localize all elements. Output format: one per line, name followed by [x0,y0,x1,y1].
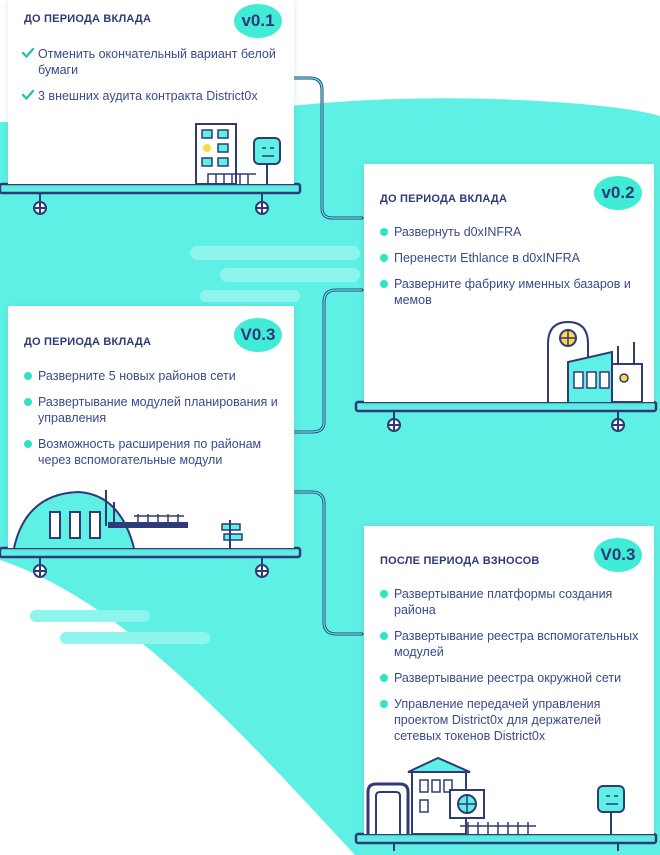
list-item: Возможность расширения по районам через … [24,436,280,468]
list-item-text: Перенести Ethlance в d0xINFRA [394,251,581,265]
card-title: ДО ПЕРИОДА ВКЛАДА [24,336,152,348]
bullet-dot [380,632,388,640]
list-item: Перенести Ethlance в d0xINFRA [380,250,640,266]
card-items: Разверните 5 новых районов сети Разверты… [24,368,280,478]
list-item: Отменить окончательный вариант белой бум… [22,46,280,78]
building-illustration [195,123,281,184]
list-item: Развертывание платформы создания района [380,586,640,618]
list-item-text: Развертывание реестра окружной сети [394,671,622,685]
bullet-dot [380,590,388,598]
platforms [0,182,658,845]
roadmap-card-v01: ДО ПЕРИОДА ВКЛАДА v0.1 Отменить окончате… [8,0,294,184]
house-illustration [366,756,625,834]
version-badge: V0.3 [594,538,642,572]
greenhouse-illustration [13,490,243,548]
bullet-dot [380,254,388,262]
list-item-text: Разверните 5 новых районов сети [38,369,236,383]
list-item-text: Отменить окончательный вариант белой бум… [38,47,276,77]
wheel-icon [33,193,625,851]
card-title: ПОСЛЕ ПЕРИОДА ВЗНОСОВ [380,555,540,567]
roadmap-card-v02: ДО ПЕРИОДА ВКЛАДА v0.2 Развернуть d0xINF… [364,164,654,402]
list-item-text: Развернуть d0xINFRA [394,225,522,239]
factory-illustration [547,320,643,402]
roadmap-card-v03-before: ДО ПЕРИОДА ВКЛАДА V0.3 Разверните 5 новы… [8,306,294,548]
card-title: ДО ПЕРИОДА ВКЛАДА [380,193,508,205]
bullet-dot [380,228,388,236]
bullet-dot [380,280,388,288]
bullet-dot [24,440,32,448]
check-icon [22,89,34,101]
version-badge: v0.2 [594,176,642,210]
version-badge: V0.3 [234,318,282,352]
roadmap-card-v03-after: ПОСЛЕ ПЕРИОДА ВЗНОСОВ V0.3 Развертывание… [364,526,654,834]
list-item: Разверните 5 новых районов сети [24,368,280,384]
list-item: Разверните фабрику именных базаров и мем… [380,276,640,308]
list-item: 3 внешних аудита контракта District0x [22,88,280,104]
card-items: Развернуть d0xINFRA Перенести Ethlance в… [380,224,640,318]
version-badge: v0.1 [234,4,282,38]
list-item: Управление передачей управления проектом… [380,696,640,744]
bullet-dot [24,398,32,406]
bullet-dot [24,372,32,380]
card-title: ДО ПЕРИОДА ВКЛАДА [24,13,152,25]
list-item-text: Управление передачей управления проектом… [394,697,602,743]
list-item-text: Разверните фабрику именных базаров и мем… [394,277,631,307]
list-item-text: Развертывание платформы создания района [394,587,613,617]
list-item: Развертывание реестра окружной сети [380,670,640,686]
bullet-dot [380,674,388,682]
list-item: Развернуть d0xINFRA [380,224,640,240]
list-item: Развертывание модулей планирования и упр… [24,394,280,426]
list-item: Развертывание реестра вспомогательных мо… [380,628,640,660]
list-item-text: 3 внешних аудита контракта District0x [38,89,258,103]
card-items: Развертывание платформы создания района … [380,586,640,754]
card-items: Отменить окончательный вариант белой бум… [22,46,280,114]
clouds [30,246,360,644]
list-item-text: Развертывание реестра вспомогательных мо… [394,629,639,659]
bullet-dot [380,700,388,708]
list-item-text: Развертывание модулей планирования и упр… [38,395,278,425]
list-item-text: Возможность расширения по районам через … [38,437,262,467]
check-icon [22,47,34,59]
